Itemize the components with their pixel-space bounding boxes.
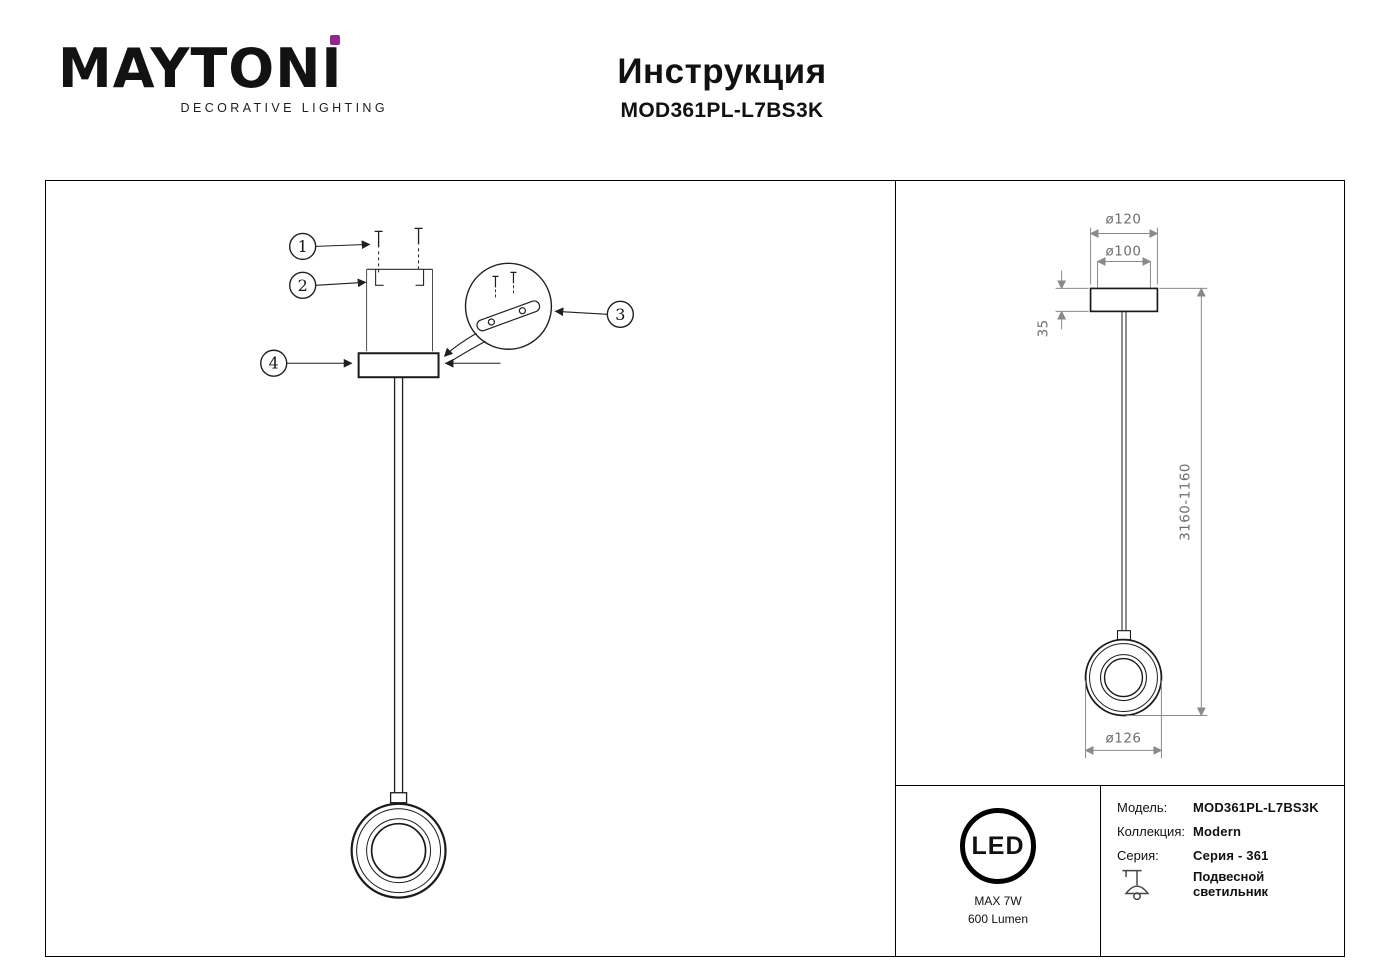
maytoni-logo: MAYTONI DECORATIVE LIGHTING bbox=[58, 35, 390, 115]
led-badge-icon: LED bbox=[960, 808, 1036, 885]
callout-1-number: 1 bbox=[298, 237, 308, 256]
logo-wordmark: MAYTONI bbox=[58, 35, 343, 96]
model-number: MOD361PL-L7BS3K bbox=[620, 99, 824, 122]
lumen-output: 600 Lumen bbox=[967, 911, 1029, 926]
suspension-rod bbox=[393, 377, 404, 793]
spec-table: Модель: MOD361PL-L7BS3K Коллекция: Moder… bbox=[1101, 786, 1345, 956]
series-label-column: Серия: bbox=[1117, 848, 1193, 909]
mounting-bracket bbox=[366, 268, 433, 352]
assembly-diagram: 1 2 3 4 bbox=[260, 227, 635, 899]
dim-canopy-outer: ø120 bbox=[1089, 213, 1159, 285]
callout-2-number: 2 bbox=[298, 276, 308, 295]
spec-row-collection: Коллекция: Modern bbox=[1117, 824, 1337, 839]
callout-1: 1 bbox=[289, 232, 371, 261]
dim-canopy-inner-label: ø100 bbox=[1106, 245, 1142, 260]
callout-3: 3 bbox=[554, 300, 635, 328]
dim-suspension-height: 3160-1160 bbox=[1126, 287, 1208, 717]
spec-row-series: Серия: bbox=[1117, 848, 1337, 909]
callout-4: 4 bbox=[260, 349, 501, 377]
collection-value: Modern bbox=[1193, 824, 1242, 839]
content-frame: 1 2 3 4 bbox=[45, 180, 1345, 957]
mounting-detail-zoom bbox=[443, 262, 553, 363]
pendant-lamp-icon bbox=[1122, 869, 1150, 901]
title-block: Инструкция MOD361PL-L7BS3K bbox=[617, 52, 826, 123]
series-value: Серия - 361 bbox=[1193, 848, 1269, 863]
ceiling-screws bbox=[374, 227, 423, 274]
callout-3-number: 3 bbox=[615, 305, 625, 324]
canopy bbox=[357, 352, 440, 379]
logo-text: MAYTONI bbox=[58, 37, 343, 100]
technical-drawing-panel: ø120 ø100 35 bbox=[896, 181, 1345, 786]
dim-ring-diameter: ø126 bbox=[1084, 680, 1163, 759]
dim-ring-diameter-label: ø126 bbox=[1106, 731, 1142, 746]
fixture-type: Подвесной светильник bbox=[1193, 869, 1269, 899]
dim-canopy-height: 35 bbox=[1037, 270, 1089, 337]
collection-label: Коллекция: bbox=[1117, 824, 1185, 839]
ring-lamp bbox=[350, 792, 447, 899]
dim-canopy-outer-label: ø120 bbox=[1106, 213, 1142, 228]
model-value: MOD361PL-L7BS3K bbox=[1193, 800, 1319, 815]
right-panel: ø120 ø100 35 bbox=[896, 181, 1345, 956]
callout-4-number: 4 bbox=[269, 354, 279, 373]
led-label: LED bbox=[971, 831, 1025, 860]
dim-canopy-inner: ø100 bbox=[1096, 245, 1152, 288]
series-label: Серия: bbox=[1117, 848, 1159, 863]
series-value-column: Серия - 361 Подвесной светильник bbox=[1193, 848, 1337, 899]
spec-panel: LED MAX 7W 600 Lumen Модель: MOD361PL-L7… bbox=[896, 786, 1345, 956]
lamp-side-view bbox=[1084, 287, 1163, 717]
page-title: Инструкция bbox=[617, 52, 827, 91]
technical-drawing: ø120 ø100 35 bbox=[1037, 213, 1208, 759]
led-cell: LED MAX 7W 600 Lumen bbox=[896, 786, 1101, 956]
max-power: MAX 7W bbox=[974, 894, 1022, 909]
dim-suspension-height-label: 3160-1160 bbox=[1178, 463, 1193, 541]
spec-row-model: Модель: MOD361PL-L7BS3K bbox=[1117, 800, 1337, 815]
logo-subtitle: DECORATIVE LIGHTING bbox=[180, 101, 388, 115]
model-label: Модель: bbox=[1117, 800, 1168, 815]
logo-purple-dot-icon bbox=[329, 35, 340, 45]
assembly-panel: 1 2 3 4 bbox=[46, 181, 896, 956]
dim-canopy-height-label: 35 bbox=[1037, 319, 1052, 337]
callout-2: 2 bbox=[289, 271, 367, 300]
